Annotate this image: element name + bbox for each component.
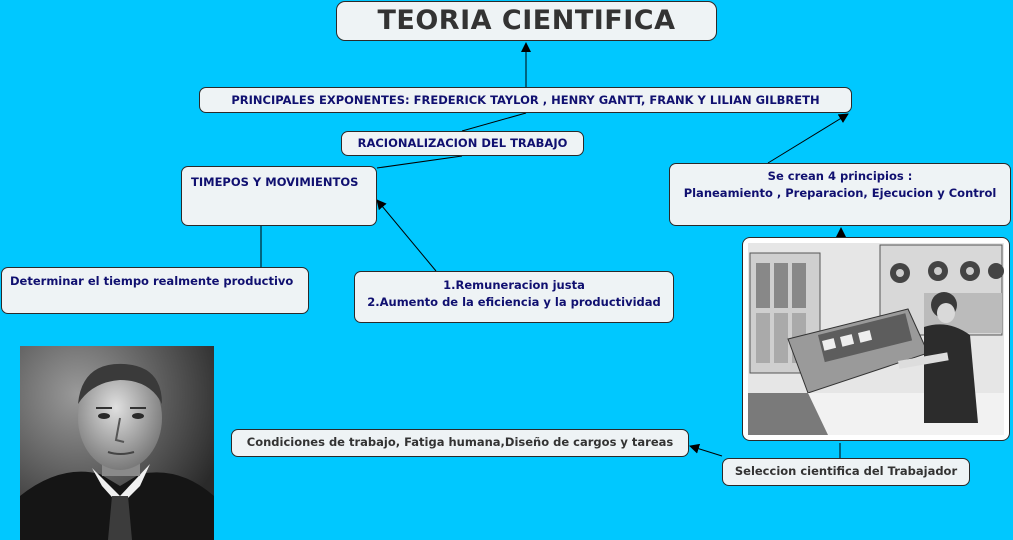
principios-line-1: Se crean 4 principios : <box>670 168 1010 185</box>
remuneracion-line-2: 2.Aumento de la eficiencia y la producti… <box>355 294 673 311</box>
title-node[interactable]: TEORIA CIENTIFICA <box>336 1 717 41</box>
remuneracion-node[interactable]: 1.Remuneracion justa 2.Aumento de la efi… <box>354 271 674 323</box>
edge-rem-tiem <box>377 200 436 271</box>
determinar-node[interactable]: Determinar el tiempo realmente productiv… <box>1 267 309 314</box>
computer-operator-image <box>748 243 1004 435</box>
frederick-taylor-portrait <box>20 346 214 540</box>
edge-prin-exp <box>768 114 848 163</box>
condiciones-node[interactable]: Condiciones de trabajo, Fatiga humana,Di… <box>231 429 689 457</box>
edge-tiem-rac <box>377 156 462 168</box>
exponentes-node[interactable]: PRINCIPALES EXPONENTES: FREDERICK TAYLOR… <box>199 87 852 113</box>
seleccion-node[interactable]: Seleccion cientifica del Trabajador <box>722 458 970 486</box>
remuneracion-line-1: 1.Remuneracion justa <box>355 277 673 294</box>
racionalizacion-node[interactable]: RACIONALIZACION DEL TRABAJO <box>341 131 584 156</box>
principios-node[interactable]: Se crean 4 principios : Planeamiento , P… <box>669 163 1011 226</box>
tiempos-node[interactable]: TIMEPOS Y MOVIMIENTOS <box>181 166 377 226</box>
computer-photo-node[interactable] <box>742 237 1010 441</box>
edge-sel-cond <box>690 446 722 456</box>
principios-line-2: Planeamiento , Preparacion, Ejecucion y … <box>670 185 1010 202</box>
edge-rac-exp <box>462 113 526 131</box>
